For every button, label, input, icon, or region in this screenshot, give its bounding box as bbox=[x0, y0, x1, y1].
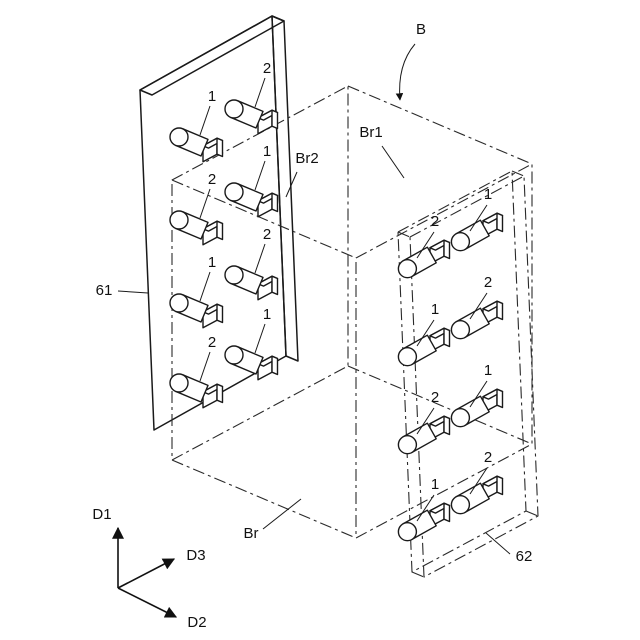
plate-62-corner-br bbox=[525, 510, 539, 517]
pin-cylinder-icon bbox=[397, 502, 451, 542]
pin-cylinder-icon bbox=[224, 182, 279, 218]
label-B: B bbox=[416, 21, 426, 38]
label-62: 62 bbox=[516, 548, 533, 565]
terminal-pin: 1 bbox=[224, 143, 279, 218]
pin-label-leader bbox=[416, 407, 435, 435]
pin-cylinder-icon bbox=[397, 415, 451, 455]
pin-label: 2 bbox=[431, 213, 439, 230]
terminal-pin: 2 bbox=[450, 274, 504, 340]
pin-label: 2 bbox=[208, 334, 216, 351]
label-Br2: Br2 bbox=[295, 150, 318, 167]
pin-label-leader bbox=[254, 323, 266, 354]
pin-label-leader bbox=[469, 380, 488, 408]
pin-label-leader bbox=[254, 77, 266, 108]
reference-labels: 61 62 B Br1 Br2 Br bbox=[96, 21, 533, 565]
module-front-face bbox=[171, 85, 349, 461]
left-end-plate bbox=[139, 15, 299, 431]
plate-62-back-outline bbox=[409, 175, 539, 578]
module-edge-top-left bbox=[171, 179, 357, 259]
terminal-pin: 1 bbox=[224, 306, 279, 381]
arrow-B bbox=[395, 43, 416, 101]
right-plate-terminals: 2 1 1 2 2 1 1 bbox=[397, 186, 504, 542]
pin-label-leader bbox=[199, 105, 211, 136]
pin-label: 1 bbox=[484, 186, 492, 203]
terminal-pin: 2 bbox=[397, 389, 451, 455]
pin-label-leader bbox=[416, 319, 435, 347]
pin-cylinder-icon bbox=[224, 265, 279, 301]
pin-label: 2 bbox=[263, 226, 271, 243]
terminal-pin: 2 bbox=[397, 213, 451, 279]
module-edge-top-right bbox=[347, 85, 533, 165]
module-edge-bottom-right bbox=[347, 365, 533, 445]
pin-label-leader bbox=[469, 204, 488, 232]
pin-label: 2 bbox=[484, 449, 492, 466]
pin-cylinder-icon bbox=[397, 239, 451, 279]
terminal-pin: 1 bbox=[450, 186, 504, 252]
plate-61-side-face bbox=[271, 15, 299, 362]
terminal-pin: 2 bbox=[224, 60, 279, 135]
pin-label: 1 bbox=[431, 476, 439, 493]
pin-cylinder-icon bbox=[397, 327, 451, 367]
pin-label-leader bbox=[254, 160, 266, 191]
pin-label-leader bbox=[416, 494, 435, 522]
pin-label-leader bbox=[469, 467, 488, 495]
pin-label-leader bbox=[469, 292, 488, 320]
axis-d2-arrow bbox=[117, 587, 178, 618]
pin-cylinder-icon bbox=[450, 300, 504, 340]
leader-62 bbox=[485, 532, 511, 555]
pin-label-leader bbox=[199, 188, 211, 219]
axis-d2-label: D2 bbox=[187, 614, 206, 631]
pin-label: 2 bbox=[208, 171, 216, 188]
terminal-pin: 2 bbox=[224, 226, 279, 301]
pin-cylinder-icon bbox=[169, 293, 224, 329]
axis-d1-label: D1 bbox=[92, 506, 111, 523]
pin-label: 2 bbox=[263, 60, 271, 77]
right-end-plate bbox=[397, 170, 539, 578]
pin-cylinder-icon bbox=[450, 475, 504, 515]
pin-label: 1 bbox=[208, 88, 216, 105]
plate-61-top-face bbox=[139, 15, 285, 96]
pin-label-leader bbox=[254, 243, 266, 274]
pin-label: 1 bbox=[263, 306, 271, 323]
module-back-face bbox=[355, 163, 533, 539]
pin-label-leader bbox=[199, 271, 211, 302]
label-Br1: Br1 bbox=[359, 124, 382, 141]
label-61: 61 bbox=[96, 282, 113, 299]
terminal-pin: 1 bbox=[397, 476, 451, 542]
axis-indicator: D1 D3 D2 bbox=[92, 506, 206, 631]
pin-label-leader bbox=[199, 351, 211, 382]
pin-cylinder-icon bbox=[169, 373, 224, 409]
label-Br: Br bbox=[244, 525, 259, 542]
terminal-pin: 1 bbox=[397, 301, 451, 367]
terminal-pin: 1 bbox=[169, 254, 224, 329]
busbar-module-outline bbox=[171, 85, 533, 539]
pin-label: 1 bbox=[484, 362, 492, 379]
leader-61 bbox=[117, 290, 149, 294]
pin-cylinder-icon bbox=[169, 210, 224, 246]
pin-label: 1 bbox=[263, 143, 271, 160]
axis-d3-arrow bbox=[117, 558, 176, 589]
plate-62-corner-tr bbox=[511, 170, 525, 177]
module-edge-bottom-left bbox=[171, 459, 357, 539]
pin-label: 2 bbox=[431, 389, 439, 406]
leader-Br bbox=[262, 498, 302, 530]
plate-62-corner-bl bbox=[411, 571, 425, 578]
left-plate-terminals: 1 2 2 1 1 2 2 bbox=[169, 60, 279, 409]
terminal-pin: 2 bbox=[169, 171, 224, 246]
leader-Br1 bbox=[381, 145, 405, 179]
terminal-pin: 2 bbox=[450, 449, 504, 515]
pin-label-leader bbox=[416, 231, 435, 259]
pin-label: 1 bbox=[208, 254, 216, 271]
pin-label: 2 bbox=[484, 274, 492, 291]
axis-d3-label: D3 bbox=[186, 547, 205, 564]
pin-cylinder-icon bbox=[224, 99, 279, 135]
terminal-pin: 1 bbox=[450, 362, 504, 428]
leader-Br2 bbox=[285, 171, 298, 198]
terminal-pin: 1 bbox=[169, 88, 224, 163]
pin-cylinder-icon bbox=[450, 212, 504, 252]
pin-label: 1 bbox=[431, 301, 439, 318]
terminal-pin: 2 bbox=[169, 334, 224, 409]
plate-62-corner-tl bbox=[397, 231, 411, 238]
